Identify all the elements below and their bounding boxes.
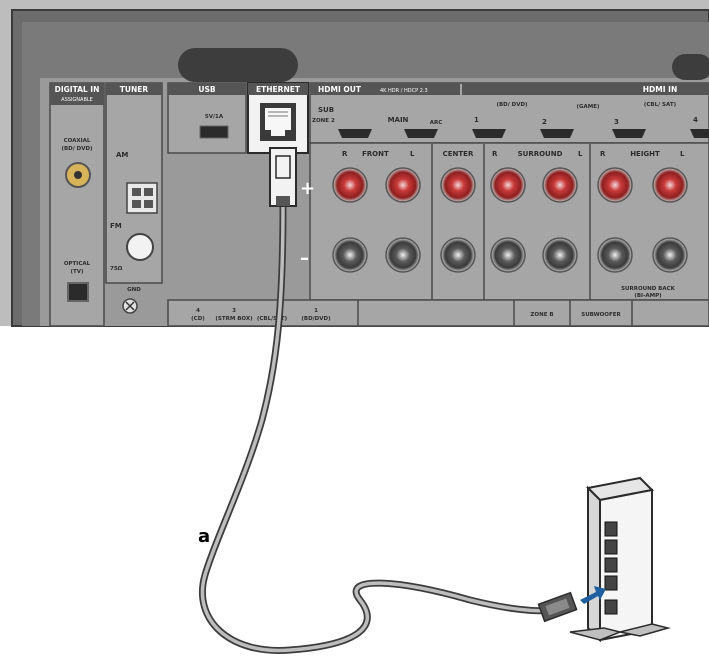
hdmi-out-main-port-icon	[404, 129, 438, 138]
surround-r-label: R	[492, 150, 498, 158]
positive-terminal-row	[332, 167, 688, 203]
front-l-label: L	[410, 150, 415, 158]
hdmi-arc-label: ARC	[430, 120, 443, 126]
ethernet-section: ETHERNET	[247, 82, 309, 154]
terminal-height-l-positive-icon	[652, 167, 688, 203]
analog-in1-sub-label: (BD/DVD)	[301, 316, 331, 322]
hdmi-out-sub-port-icon	[338, 129, 372, 138]
usb-port-icon	[199, 125, 229, 139]
hdmi-in4-label: 4	[693, 116, 698, 124]
tuner-label: TUNER	[120, 85, 149, 94]
terminal-height-r-positive-icon	[597, 167, 633, 203]
hdmi-in4-port-icon	[690, 129, 709, 138]
cable-plug-router-icon	[537, 591, 578, 623]
hdmi-in3-label: 3	[614, 118, 619, 126]
ethernet-label: ETHERNET	[256, 85, 301, 94]
height-l-label: L	[680, 150, 685, 158]
gnd-label: GND	[127, 287, 141, 293]
hdmi-main-label: MAIN	[388, 116, 409, 124]
terminal-height-r-negative-icon	[597, 237, 633, 273]
analog-in2-sub-label: (CBL/SAT)	[257, 316, 288, 322]
subwoofer-label: SUBWOOFER	[581, 312, 621, 318]
cable-callout-label: a	[198, 526, 210, 547]
hdmi-in2-port-icon	[540, 129, 574, 138]
analog-in4-sub-label: (CD)	[191, 316, 205, 322]
hdmi-in3-port-icon	[612, 129, 646, 138]
terminal-front-l-positive-icon	[385, 167, 421, 203]
analog-in3-label: 3	[232, 308, 236, 314]
wifi-antenna-right	[672, 54, 709, 80]
hdmi-in3-sub-label: (CBL/ SAT)	[644, 102, 677, 108]
zone-b-label: ZONE B	[530, 312, 553, 318]
terminal-center-negative-icon	[440, 237, 476, 273]
analog-in3-sub-label: (STRM BOX)	[215, 316, 253, 322]
terminal-front-l-negative-icon	[385, 237, 421, 273]
terminal-front-r-positive-icon	[332, 167, 368, 203]
terminal-surround-l-negative-icon	[542, 237, 578, 273]
optical-jack-icon	[67, 282, 89, 302]
router-port-3-icon	[604, 557, 618, 573]
height-r-label: R	[600, 150, 606, 158]
hdmi-in1-port-icon	[472, 129, 506, 138]
hdmi-in2-sub-label: (GAME)	[576, 104, 600, 110]
hdmi-spec-label: 4K HDR / HDCP 2.3	[380, 88, 428, 94]
analog-in4-label: 4	[196, 308, 200, 314]
terminal-surround-r-negative-icon	[490, 237, 526, 273]
hdmi-zone2-label: ZONE 2	[312, 118, 335, 124]
wifi-antenna-left	[178, 48, 298, 82]
hdmi-in2-label: 2	[542, 118, 547, 126]
height-label: HEIGHT	[630, 150, 660, 158]
am-label: AM	[116, 151, 128, 159]
optical-sub-label: (TV)	[70, 269, 84, 275]
am-terminal-icon	[126, 182, 158, 214]
negative-sign-label: –	[300, 248, 309, 269]
optical-label: OPTICAL	[64, 261, 91, 267]
terminal-center-positive-icon	[440, 167, 476, 203]
center-label: CENTER	[443, 150, 474, 158]
fm-ohm-label: 75Ω	[110, 266, 123, 272]
digital-in-section: DIGITAL IN ASSIGNABLE COAXIAL (BD/ DVD) …	[49, 82, 105, 327]
front-r-label: R	[342, 150, 348, 158]
router-port-1-icon	[604, 521, 618, 537]
router-port-4-icon	[604, 575, 618, 591]
insert-arrow-icon	[580, 586, 606, 604]
terminal-surround-r-positive-icon	[490, 167, 526, 203]
usb-power-label: 5V/1A	[205, 114, 224, 120]
terminal-height-l-negative-icon	[652, 237, 688, 273]
terminal-surround-l-positive-icon	[542, 167, 578, 203]
surround-l-label: L	[578, 150, 583, 158]
hdmi-section: HDMI OUT 4K HDR / HDCP 2.3 HDMI IN SUB Z…	[309, 82, 709, 144]
hdmi-sub-label: SUB	[318, 106, 334, 114]
positive-sign-label: +	[300, 178, 315, 199]
front-label: FRONT	[362, 150, 389, 158]
coaxial-label: COAXIAL	[64, 138, 91, 144]
digital-in-sub-label: ASSIGNABLE	[61, 97, 93, 103]
surround-back-label: SURROUND BACK	[621, 286, 676, 292]
hdmi-in1-sub-label: (BD/ DVD)	[496, 102, 528, 108]
ethernet-cable: a	[198, 147, 578, 654]
fm-jack-icon	[126, 233, 154, 261]
speaker-section: R FRONT L CENTER R SURROUND L R HEIGHT L…	[300, 142, 709, 301]
negative-terminal-row	[332, 237, 688, 273]
surround-label: SURROUND	[518, 150, 563, 158]
hdmi-in-label: HDMI IN	[643, 85, 677, 94]
usb-label: USB	[198, 85, 215, 94]
digital-in-label: DIGITAL IN	[55, 85, 100, 94]
router-wan-port-icon	[604, 599, 618, 615]
tuner-section: TUNER AM FM 75Ω GND	[105, 82, 163, 314]
terminal-front-r-negative-icon	[332, 237, 368, 273]
bi-amp-label: (BI-AMP)	[634, 293, 662, 299]
network-router	[569, 476, 671, 643]
fm-label: FM	[110, 222, 122, 230]
analog-in1-label: 1	[314, 308, 318, 314]
bottom-strip: 4 (CD) 3 (STRM BOX) (CBL/SAT) 1 (BD/DVD)…	[167, 299, 709, 327]
coaxial-sub-label: (BD/ DVD)	[61, 146, 93, 152]
usb-section: USB 5V/1A	[167, 82, 247, 154]
hdmi-in1-label: 1	[474, 116, 479, 124]
hdmi-out-label: HDMI OUT	[318, 85, 362, 94]
router-port-2-icon	[604, 539, 618, 555]
